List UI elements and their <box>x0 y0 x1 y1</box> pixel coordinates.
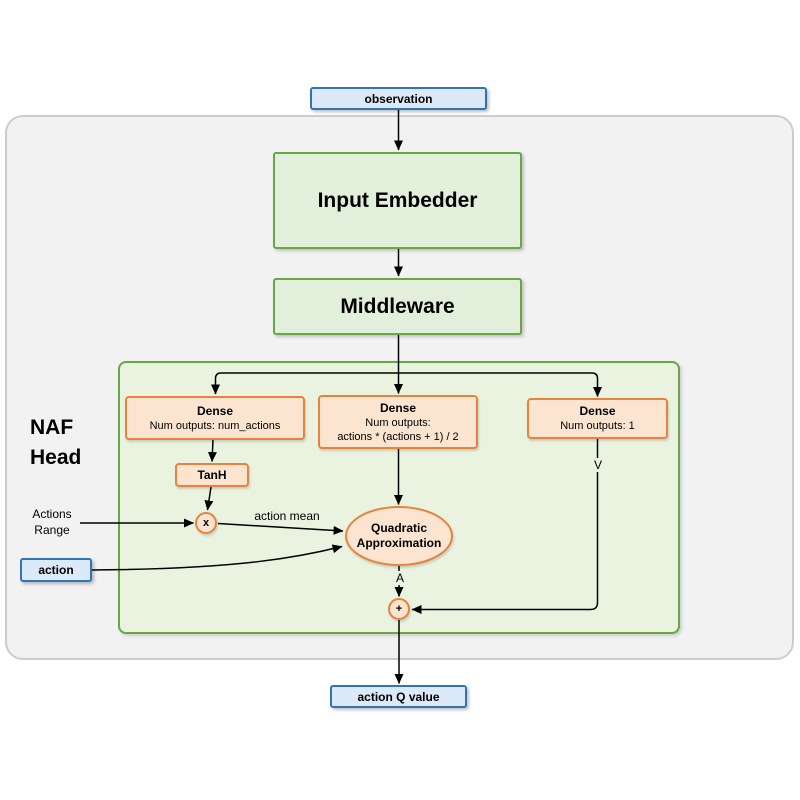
dense-quadratic-subtitle-line1: Num outputs: <box>365 416 431 429</box>
advantage-edge-label: A <box>392 571 408 585</box>
add-label: + <box>395 602 403 615</box>
quadratic-label-line2: Approximation <box>356 536 442 550</box>
tanh-node: TanH <box>175 463 249 487</box>
tanh-label: TanH <box>197 468 227 482</box>
middleware-node: Middleware <box>273 278 522 335</box>
actions-range-label: Actions Range <box>32 506 71 538</box>
dense-actions-subtitle: Num outputs: num_actions <box>149 419 281 432</box>
naf-head-title-line1: NAF <box>30 416 74 439</box>
input-embedder-node: Input Embedder <box>273 152 522 249</box>
action-q-value-node: action Q value <box>330 685 467 708</box>
observation-node: observation <box>310 87 487 110</box>
actions-range-line2: Range <box>34 523 70 537</box>
dense-value-title: Dense <box>579 404 616 418</box>
quadratic-label-line1: Quadratic <box>370 521 427 535</box>
observation-label: observation <box>364 91 433 106</box>
dense-value-node: Dense Num outputs: 1 <box>527 398 668 439</box>
multiply-node: x <box>195 512 217 534</box>
add-node: + <box>388 598 410 620</box>
multiply-label: x <box>202 516 210 529</box>
action-q-value-label: action Q value <box>357 689 440 704</box>
action-mean-edge-label: action mean <box>254 509 320 523</box>
dense-value-subtitle: Num outputs: 1 <box>560 420 635 432</box>
quadratic-approximation-node: Quadratic Approximation <box>345 506 453 566</box>
dense-actions-title: Dense <box>196 403 234 418</box>
action-node: action <box>20 558 92 582</box>
dense-actions-node: Dense Num outputs: num_actions <box>125 396 305 440</box>
dense-quadratic-subtitle-line2: actions * (actions + 1) / 2 <box>337 430 459 443</box>
dense-quadratic-node: Dense Num outputs: actions * (actions + … <box>318 395 478 449</box>
value-edge-label: V <box>590 458 606 472</box>
naf-head-title-line2: Head <box>30 446 82 469</box>
middleware-label: Middleware <box>340 294 455 318</box>
input-embedder-label: Input Embedder <box>317 188 478 212</box>
action-label: action <box>38 563 74 577</box>
actions-range-line1: Actions <box>32 507 72 521</box>
dense-quadratic-title: Dense <box>379 400 417 415</box>
naf-head-title: NAF Head <box>30 413 81 473</box>
